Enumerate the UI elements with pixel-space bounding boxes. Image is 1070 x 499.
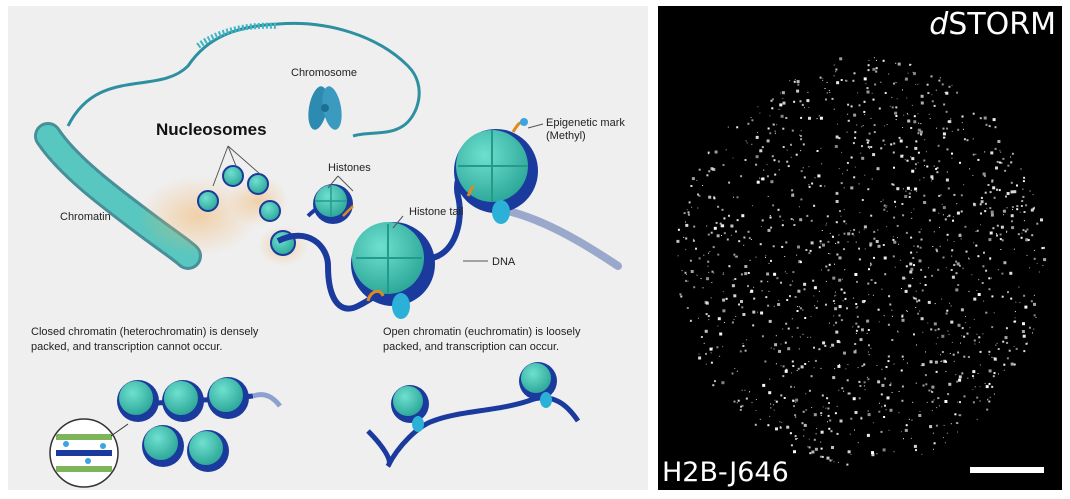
label-nucleosomes: Nucleosomes — [156, 120, 267, 139]
label-epigenetic-mark-detail: (Methyl) — [546, 130, 586, 142]
label-histone-tail: Histone tail — [409, 206, 464, 218]
method-title-rest: STORM — [948, 7, 1056, 42]
label-chromosome: Chromosome — [291, 67, 358, 79]
caption-open-line2: packed, and transcription can occur. — [383, 341, 560, 353]
dstorm-micrograph-panel: dSTORM H2B-J646 — [658, 6, 1062, 490]
micrograph-speckles — [676, 57, 1047, 466]
chromatin-illustration — [34, 21, 622, 488]
chromosome-icon — [308, 86, 342, 130]
chromatin-fiber-thread — [66, 21, 421, 138]
nucleosome-medium — [313, 184, 354, 224]
caption-open-line1: Open chromatin (euchromatin) is loosely — [383, 326, 581, 338]
dna-magnifier-inset — [49, 418, 129, 488]
caption-open-chromatin: Open chromatin (euchromatin) is loosely … — [383, 325, 643, 355]
caption-closed-chromatin: Closed chromatin (heterochromatin) is de… — [31, 325, 291, 355]
nucleosome-top-right — [454, 118, 538, 224]
label-dna: DNA — [492, 256, 516, 268]
nucleosome-large — [351, 222, 435, 319]
method-title-prefix: d — [929, 7, 949, 42]
label-epigenetic-mark: Epigenetic mark — [546, 117, 625, 129]
chromatin-diagram-panel: Chromosome Nucleosomes Chromatin Histone… — [8, 6, 648, 490]
closed-chromatin-cluster — [117, 377, 282, 472]
dna-strand-tail — [504, 207, 622, 270]
method-title: dSTORM — [929, 8, 1056, 42]
caption-closed-line1: Closed chromatin (heterochromatin) is de… — [31, 326, 259, 338]
scale-bar — [970, 467, 1044, 473]
probe-label: H2B-J646 — [662, 457, 789, 488]
label-histones: Histones — [328, 162, 371, 174]
label-chromatin: Chromatin — [60, 211, 111, 223]
open-chromatin-strand — [366, 362, 581, 468]
caption-closed-line2: packed, and transcription cannot occur. — [31, 341, 223, 353]
chromatin-coil — [196, 22, 279, 49]
